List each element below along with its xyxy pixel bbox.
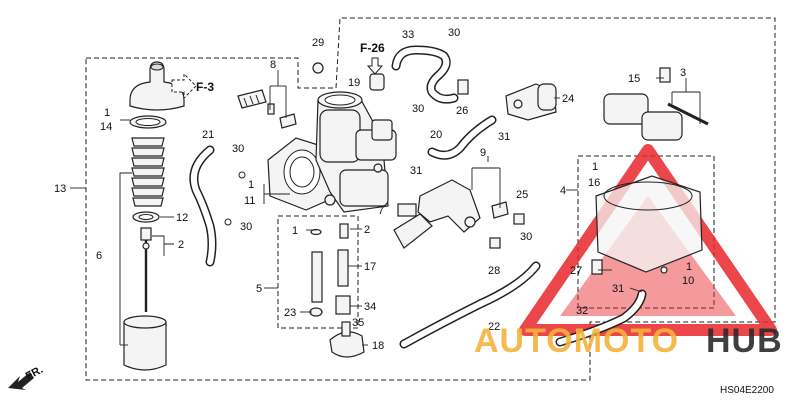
carburetor-body [315,91,397,213]
callout-16: 16 [588,177,600,189]
accelerator-pump [505,83,557,121]
callout-2: 2 [178,239,184,251]
watermark-text: AUTOMOTO HUB [474,322,783,360]
callout-31: 31 [498,131,510,143]
ref-f26-label: F-26 [360,41,385,55]
callout-3: 3 [680,67,686,79]
callout-17: 17 [364,261,376,273]
cap-oring [129,115,167,129]
ref-f26[interactable]: F-26 [360,41,385,75]
callout-14: 14 [100,121,112,133]
callout-28: 28 [488,265,500,277]
callout-23: 23 [284,307,296,319]
callout-30: 30 [448,27,460,39]
bolt-29 [312,62,324,74]
callout-27: 27 [570,265,582,277]
pilot-screw-set [237,89,297,129]
callout-30: 30 [240,221,252,233]
watermark-text-right: HUB [706,322,783,360]
vent-fitting [369,73,385,91]
jet-parts [309,223,351,317]
callout-1: 1 [292,225,298,237]
callout-20: 20 [430,129,442,141]
main-assembly-frame [85,17,776,381]
insulator-flange [267,137,339,211]
callout-34: 34 [364,301,376,313]
callout-4: 4 [560,185,566,197]
callout-26: 26 [456,105,468,117]
callout-30: 30 [520,231,532,243]
callout-19: 19 [348,77,360,89]
clip-30b [224,218,232,226]
callout-32: 32 [576,305,588,317]
callout-22: 22 [488,321,500,333]
callout-15: 15 [628,73,640,85]
float-assembly [603,67,709,141]
callout-31: 31 [612,283,624,295]
spring-seat [132,211,160,223]
callout-30: 30 [232,143,244,155]
callout-11: 11 [244,195,255,207]
callout-35: 35 [352,317,364,329]
watermark-text-left: AUTOMOTO [474,322,679,360]
callout-7: 7 [378,205,384,217]
ref-f3-label: F-3 [196,80,214,94]
callout-33: 33 [402,29,414,41]
callout-24: 24 [562,93,574,105]
callout-13: 13 [54,183,66,195]
hose-21 [189,145,217,267]
callout-31: 31 [410,165,422,177]
ref-f3[interactable]: F-3 [171,72,214,100]
clip-30a [238,171,246,179]
front-arrow-label: FR. [24,364,45,383]
callout-12: 12 [176,212,188,224]
leader-lines [70,70,701,346]
throttle-cap [129,61,185,111]
callout-10: 10 [682,275,694,287]
hose-32 [555,289,647,347]
needle-jet-subframe [277,215,359,329]
callout-21: 21 [202,129,214,141]
callout-30: 30 [412,103,424,115]
throttle-slide [123,315,167,371]
jet-needle [140,227,152,312]
callout-25: 25 [516,189,528,201]
callout-18: 18 [372,340,384,352]
callout-2: 2 [364,224,370,236]
float-chamber [591,175,703,275]
callout-8: 8 [270,59,276,71]
hose-22 [399,261,541,349]
diagram-code: HS04E2200 [720,385,774,396]
bolt-25 [513,213,525,225]
callout-9: 9 [480,147,486,159]
hose-33 [391,45,459,104]
callout-29: 29 [312,37,324,49]
callout-1: 1 [248,179,254,191]
callout-6: 6 [96,250,102,262]
bolt-26 [457,79,469,95]
hose-20 [427,115,497,160]
callouts: 1 14 13 6 12 2 21 30 1 11 30 8 29 19 33 … [54,27,694,352]
callout-1: 1 [686,261,692,273]
callout-5: 5 [256,283,262,295]
throttle-spring [131,137,165,207]
bolt-28 [489,237,501,249]
throttle-lever [393,179,509,249]
float-needle-valve [329,321,365,358]
callout-1: 1 [104,107,110,119]
front-arrow: FR. [8,364,45,390]
callout-1: 1 [592,161,598,173]
